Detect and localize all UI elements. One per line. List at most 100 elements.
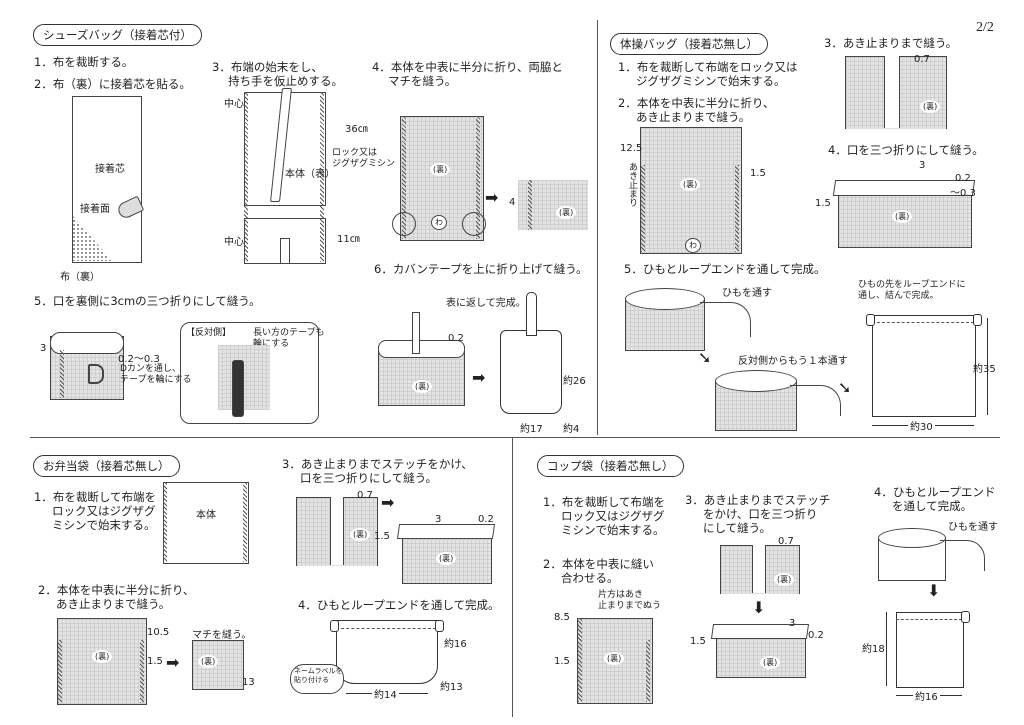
ura-label: (裏): [556, 206, 577, 219]
section-title: コップ袋（接着芯無し）: [537, 455, 684, 477]
hem-fold: [396, 524, 496, 539]
gusset-note: マチを縫う。: [192, 630, 252, 641]
section-title: シューズバッグ（接着芯付）: [33, 24, 202, 46]
dim-3: 3: [789, 618, 796, 629]
arrow-right-icon: ➘: [838, 378, 852, 397]
name-tag-cloud: [290, 664, 344, 694]
drawstring-line: [872, 322, 974, 323]
lock-label: ロック又は ジグザグミシン: [332, 148, 396, 169]
finished-handle: [526, 292, 537, 336]
ura-label: (裏): [436, 552, 457, 565]
dim-15b: 1.5: [374, 531, 390, 542]
dim-07: 0.7: [914, 54, 930, 65]
vertical-divider-lower: [512, 437, 513, 717]
arrow-down-icon: ➘: [698, 348, 712, 367]
zigzag-edge: [58, 640, 62, 703]
zigzag-edge: [140, 640, 144, 703]
zigzag-edge: [163, 482, 167, 562]
dim-07: 0.7: [357, 490, 373, 501]
dim-15: 1.5: [554, 656, 570, 667]
step-1-line1: 1．布を裁断して布端を: [34, 490, 156, 504]
opposite-fabric: [218, 345, 270, 410]
step-1: 1．布を裁断する。: [34, 55, 134, 69]
zigzag-edge: [320, 92, 324, 262]
step-4-line2: マチを縫う。: [388, 74, 457, 88]
dim-02: 0.2: [478, 514, 494, 525]
loop-end-icon: [866, 314, 875, 326]
dim-11: 11㎝: [337, 234, 360, 245]
step-4: 4．ひもとループエンドを通して完成。: [298, 598, 500, 612]
cord: [700, 302, 751, 337]
d-ring-note: Dカンを通し、 テープを輪にする: [120, 364, 192, 385]
step-3-line3: にして縫う。: [703, 521, 771, 535]
step-4-line1: 4．本体を中表に半分に折り、両脇と: [372, 60, 563, 74]
opening-gap: [884, 56, 900, 128]
step-3-line1: 3．布端の始末をし、: [212, 60, 323, 74]
step-2-line1: 2．本体を中表に縫い: [543, 557, 654, 571]
one-side-note: 片方はあき 止まりまでぬう: [598, 590, 662, 611]
body-label: 本体: [196, 510, 216, 521]
zigzag-edge: [476, 116, 480, 239]
opposite-side-box: [180, 322, 319, 424]
zigzag-edge: [60, 350, 64, 398]
handle-tape-bottom: [280, 238, 290, 264]
step-2-line2: あき止まりまで縫う。: [56, 597, 171, 611]
ura-label: (裏): [198, 655, 219, 668]
zigzag-edge: [641, 165, 645, 252]
wa-label: わ: [685, 238, 701, 253]
step-3: 3．あき止まりまで縫う。: [824, 36, 958, 50]
tie-note: ひもの先をループエンドに 通し、結んで完成。: [858, 280, 966, 301]
finished-gym-bag: [872, 315, 976, 417]
step-2-line2: 合わせる。: [561, 571, 619, 585]
dim-30: 約30: [908, 418, 935, 433]
arrow-right-icon: ➡: [472, 368, 486, 387]
ura-label: (裏): [350, 528, 371, 541]
long-tape-note: 長い方のテープも 輪にする: [253, 328, 325, 349]
akidomari-label: あき止まり: [627, 162, 637, 207]
other-side-label: 反対側からもう１本通す: [738, 356, 848, 367]
step-3-line1: 3．あき止まりまでステッチをかけ、: [282, 457, 473, 471]
center-top-label: 中心: [224, 99, 244, 110]
bag-rim: [878, 528, 946, 548]
ura-label: (裏): [920, 100, 941, 113]
zigzag-edge: [735, 165, 739, 252]
step-2: 2．布（裏）に接着芯を貼る。: [34, 77, 191, 91]
name-tag-note: ネームラベルを 貼り付ける: [294, 667, 343, 684]
dim-36: 36㎝: [345, 124, 368, 135]
dim-4b: 約4: [563, 424, 580, 435]
dim-02: 0.2: [448, 333, 464, 344]
ura-label: (裏): [92, 650, 113, 663]
dim-26: 約26: [563, 376, 586, 387]
horizontal-divider: [30, 437, 1000, 438]
section-title: お弁当袋（接着芯無し）: [33, 455, 180, 477]
dim-02: 0.2: [955, 173, 971, 184]
loop-end-icon: [330, 620, 339, 632]
arrow-down-icon: ⬇: [927, 581, 941, 600]
dim-14: 約14: [372, 686, 399, 701]
dim-105: 10.5: [147, 627, 170, 638]
zigzag-edge: [646, 640, 650, 702]
drawstring-line: [896, 619, 962, 620]
pass-cord-label: ひもを通す: [722, 288, 772, 299]
zigzag-edge: [244, 92, 248, 262]
step-2-line1: 2．本体を中表に半分に折り、: [38, 583, 195, 597]
step-1-line3: ミシンで始末する。: [561, 523, 665, 537]
loop-end-icon: [961, 611, 970, 623]
dim-02-03: 0.2～0.3: [118, 354, 160, 365]
step-1-line2: ジグザグミシンで始末する。: [636, 74, 786, 88]
dim-85: 8.5: [554, 612, 570, 623]
step-4-line1: 4．ひもとループエンド: [874, 485, 996, 499]
hem-top: [50, 332, 124, 354]
bento-body-panel: [163, 482, 249, 564]
corner-circle: [392, 212, 416, 236]
fabric-back-label: 布（裏）: [60, 272, 100, 283]
cord: [790, 385, 841, 416]
dim-3: 3: [919, 160, 926, 171]
arrow-right-icon: ➡: [485, 188, 499, 207]
dim-line-vertical: [886, 612, 887, 686]
dim-15b: 1.5: [690, 636, 706, 647]
dim-3: 3: [435, 514, 442, 525]
interfacing-label: 接着芯: [95, 164, 125, 175]
page-number: 2/2: [976, 20, 994, 35]
cord: [940, 540, 985, 571]
